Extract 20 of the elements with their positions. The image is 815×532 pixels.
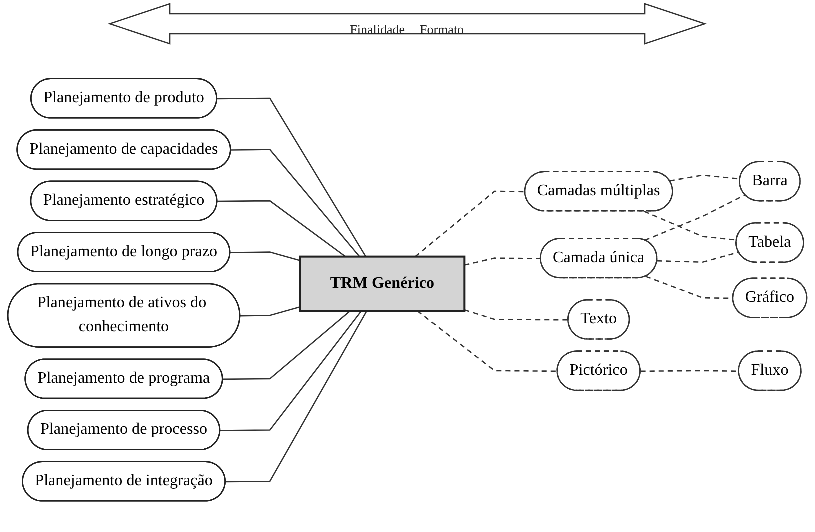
arrow-label: Finalidade (350, 22, 405, 38)
connector (464, 309, 569, 321)
connector (644, 211, 738, 241)
connector (464, 258, 542, 266)
arrow-label: Formato (420, 22, 464, 38)
connector (415, 190, 526, 258)
node-box: TRM Genérico (299, 256, 466, 312)
connector (217, 98, 367, 258)
connector (640, 370, 740, 372)
connector (226, 310, 368, 483)
connector (417, 310, 558, 372)
connector (240, 306, 300, 317)
connector (231, 149, 360, 258)
connector (657, 252, 740, 263)
connector (644, 194, 746, 242)
connector (230, 252, 300, 262)
connector (220, 310, 362, 432)
connector (223, 310, 351, 380)
connector (218, 200, 346, 258)
connector (670, 174, 740, 182)
